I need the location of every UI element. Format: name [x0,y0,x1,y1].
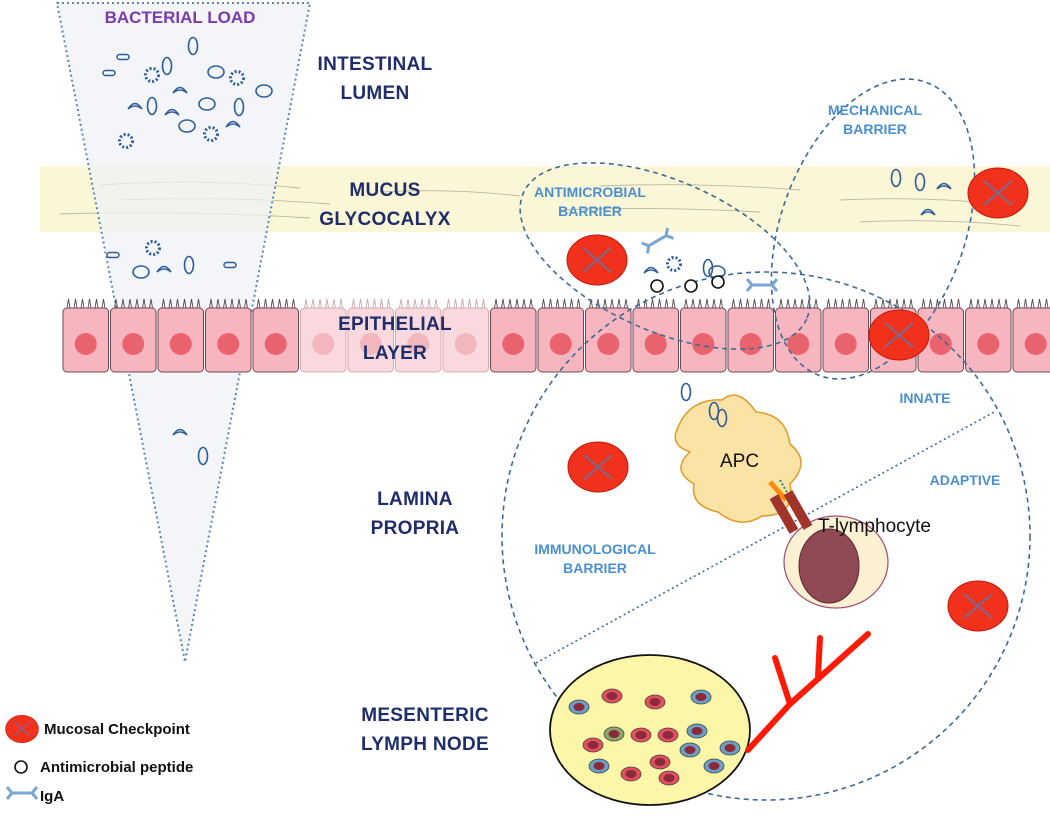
microvilli [589,298,628,309]
microvilli [399,298,438,309]
checkpoint-epithelial [868,309,930,361]
antimicrobial-contents [640,226,779,293]
checkpoint-lamina-propria [567,441,629,493]
apc-tcell-synapse [768,479,813,534]
epithelial-nucleus [312,333,335,355]
label-immunological-barrier-line2: BARRIER [563,560,627,576]
bacterial-load-title: BACTERIAL LOAD [104,8,256,27]
legend-iga-label: IgA [40,788,65,805]
epithelial-nucleus [264,333,287,355]
epithelial-layer [62,298,1050,373]
barrier-outlines [501,78,1031,801]
label-mechanical-barrier: MECHANICAL BARRIER [810,101,940,139]
label-intestinal-lumen: INTESTINAL LUMEN [290,50,460,108]
microvilli [921,298,961,309]
microvilli [161,298,201,309]
microvilli [541,298,581,309]
immunological-barrier-outline [501,271,1031,801]
checkpoint-antimicrobial [566,234,628,286]
epithelial-nucleus [74,333,97,355]
label-antimicrobial-barrier-line2: BARRIER [558,203,622,219]
label-lymph-node: MESENTERIC LYMPH NODE [340,701,510,759]
label-intestinal-lumen-line2: LUMEN [340,83,410,104]
label-t-lymphocyte: T-lymphocyte [818,516,931,537]
microvilli [446,298,486,309]
label-epithelial-line2: LAYER [362,343,428,364]
legend-peptide-label: Antimicrobial peptide [40,759,194,776]
microvilli [1016,298,1049,309]
label-lamina-propria: LAMINA PROPRIA [340,485,490,543]
legend-peptide-icon [14,760,28,774]
mechanical-barrier-outline [770,78,976,380]
label-adaptive: ADAPTIVE [929,472,1001,488]
label-epithelial: EPITHELIAL LAYER [320,310,470,368]
label-lymph-node-line1: MESENTERIC [361,705,489,726]
epithelial-nucleus [597,333,620,355]
legend-checkpoint-label: Mucosal Checkpoint [44,721,190,738]
legend-iga-icon [5,785,39,801]
label-innate: INNATE [899,390,951,406]
epithelial-nucleus [644,333,667,355]
epithelial-nucleus [834,333,857,355]
microvilli [114,298,153,309]
legend-checkpoint-icon [4,714,40,744]
label-immunological-barrier: IMMUNOLOGICAL BARRIER [500,540,690,578]
microvilli [826,298,866,309]
label-mucus-line2: GLYCOCALYX [319,209,451,230]
microvilli [66,298,106,309]
microvilli [969,298,1008,309]
label-epithelial-line1: EPITHELIAL [338,314,452,335]
epithelial-nucleus [692,333,715,355]
checkpoint-adaptive [947,580,1009,632]
microvilli [874,298,913,309]
epithelial-nucleus [454,333,477,355]
label-apc: APC [720,451,760,472]
microvilli [304,298,343,309]
microvilli [636,298,676,309]
label-mucus-line1: MUCUS [349,180,421,201]
epithelial-nucleus [787,333,810,355]
epithelial-nucleus [169,333,192,355]
lymphatic-vessel [745,631,871,753]
epithelial-nucleus [1024,333,1047,355]
epithelial-nucleus [359,333,382,355]
label-mechanical-barrier-line2: BARRIER [843,121,907,137]
label-antimicrobial-barrier-line1: ANTIMICROBIAL [534,184,646,200]
microvilli [494,298,533,309]
epithelial-nucleus [217,333,240,355]
epithelial-nucleus [929,333,952,355]
epithelial-nucleus [549,333,572,355]
t-lymphocyte-nucleus [798,528,860,604]
microvilli [256,298,296,309]
label-lamina-propria-line1: LAMINA [377,489,453,510]
label-immunological-barrier-line1: IMMUNOLOGICAL [534,541,656,557]
epithelial-nucleus [407,333,430,355]
label-lamina-propria-line2: PROPRIA [370,518,460,539]
antimicrobial-barrier-outline [519,162,811,350]
label-antimicrobial-barrier: ANTIMICROBIAL BARRIER [520,183,660,221]
microvilli [351,298,391,309]
microvilli [684,298,723,309]
label-mechanical-barrier-line1: MECHANICAL [827,102,923,118]
epithelial-nucleus [502,333,525,355]
label-intestinal-lumen-line1: INTESTINAL [317,54,433,75]
epithelial-nucleus [122,333,145,355]
epithelial-nucleus [739,333,762,355]
label-mucus: MUCUS GLYCOCALYX [300,176,470,234]
microvilli [779,298,818,309]
epithelial-nucleus [977,333,1000,355]
microvilli [731,298,771,309]
lymph-node [549,654,751,806]
microvilli [209,298,248,309]
apc-cell [674,394,802,523]
checkpoint-mechanical [967,167,1029,219]
label-lymph-node-line2: LYMPH NODE [361,734,489,755]
